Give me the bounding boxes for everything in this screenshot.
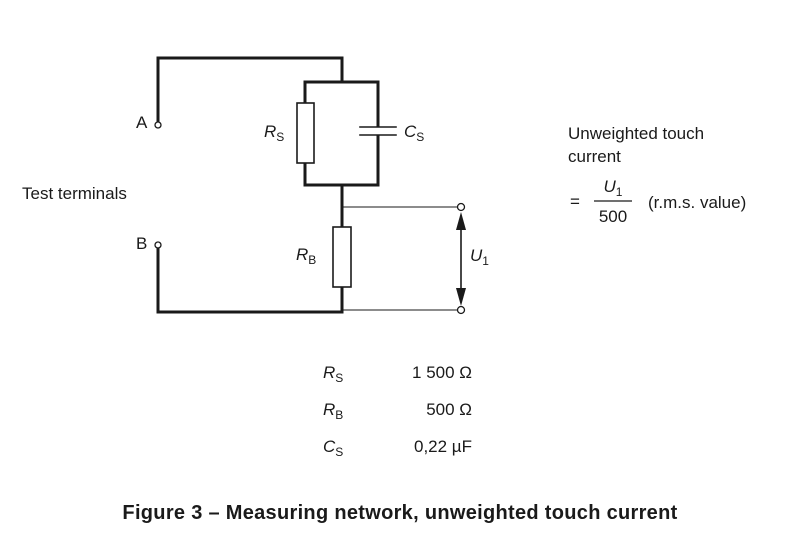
terminal-u1-bottom bbox=[456, 305, 466, 315]
table-symbol-cs: CS bbox=[323, 437, 344, 459]
formula-numerator: U1 bbox=[603, 177, 623, 199]
formula-note: (r.m.s. value) bbox=[648, 193, 747, 212]
rs-label: RS bbox=[264, 122, 285, 144]
u1-arrow-head-bottom bbox=[456, 288, 466, 306]
terminal-a bbox=[154, 121, 162, 129]
table-symbol-rb: RB bbox=[323, 400, 344, 422]
terminal-a-label: A bbox=[136, 113, 148, 132]
table-value-rs: 1 500 Ω bbox=[412, 363, 472, 382]
table-symbol-rs: RS bbox=[323, 363, 344, 385]
table-value-cs: 0,22 µF bbox=[414, 437, 472, 456]
test-terminals-label: Test terminals bbox=[22, 184, 127, 203]
formula-equals: = bbox=[570, 192, 580, 211]
resistor-rb bbox=[332, 226, 352, 288]
figure-caption: Figure 3 – Measuring network, unweighted… bbox=[122, 502, 678, 524]
table-value-rb: 500 Ω bbox=[426, 400, 472, 419]
u1-arrow-head-top bbox=[456, 212, 466, 230]
formula-denominator: 500 bbox=[598, 207, 628, 226]
terminal-u1-top bbox=[456, 202, 466, 212]
terminal-b-label: B bbox=[136, 234, 148, 253]
cs-label: CS bbox=[404, 122, 425, 144]
wire-rb-bottom bbox=[156, 247, 344, 314]
wire-a bbox=[156, 56, 344, 123]
formula-line1: Unweighted touch bbox=[568, 124, 705, 143]
capacitor-cs bbox=[359, 126, 397, 136]
u1-label: U1 bbox=[470, 246, 489, 268]
resistor-rs bbox=[296, 102, 315, 164]
rb-label: RB bbox=[296, 245, 317, 267]
formula-line2: current bbox=[568, 147, 621, 166]
terminal-b bbox=[154, 241, 162, 249]
